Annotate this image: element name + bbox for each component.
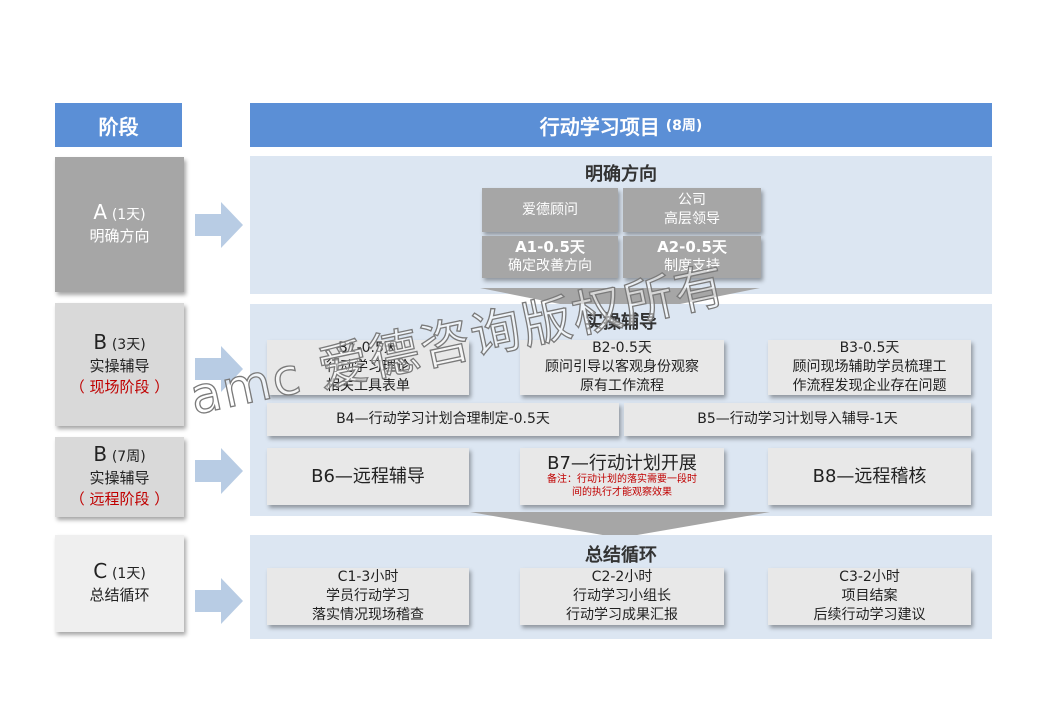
a2-subtitle: 制度支持 [664, 258, 720, 274]
b4-box: B4—行动学习计划合理制定-0.5天 [267, 403, 619, 436]
b1-line2: 相关工具表单 [326, 378, 410, 394]
b8-label: B8—远程稽核 [812, 466, 927, 487]
b7-note-line2: 间的执行才能观察效果 [572, 487, 672, 498]
stage-b-remote-name: 实操辅导 [89, 469, 150, 487]
b8-box: B8—远程稽核 [768, 448, 971, 505]
b1-title: B1-0.5天 [338, 340, 398, 356]
c1-box: C1-3小时 学员行动学习 落实情况现场稽查 [267, 568, 469, 625]
c3-title: C3-2小时 [839, 569, 900, 585]
b3-title: B3-0.5天 [839, 340, 900, 356]
project-header-label: 行动学习项目 [539, 114, 660, 139]
c2-line2: 行动学习成果汇报 [566, 607, 678, 623]
c3-line1: 项目结案 [841, 588, 898, 604]
a1-title: A1-0.5天 [515, 238, 585, 256]
arrow-right-icon [195, 448, 243, 494]
a1-subtitle: 确定改善方向 [508, 258, 592, 274]
b3-box: B3-0.5天 顾问现场辅助学员梳理工 作流程发现企业存在问题 [768, 340, 971, 395]
leadership-line2: 高层领导 [664, 211, 720, 227]
b2-line2: 原有工作流程 [580, 378, 664, 394]
chevron-down-icon [480, 288, 760, 316]
b4-label: B4—行动学习计划合理制定-0.5天 [336, 411, 550, 427]
c1-title: C1-3小时 [337, 569, 399, 585]
consultant-label: 爱德顾问 [522, 201, 578, 218]
a1-box: A1-0.5天 确定改善方向 [482, 236, 618, 278]
b1-box: B1-0.5天 行动学习理论 相关工具表单 [267, 340, 469, 395]
c1-line1: 学员行动学习 [326, 588, 410, 604]
b7-note-line1: 备注：行动计划的落实需要一段时 [547, 474, 697, 485]
stage-header: 阶段 [55, 103, 182, 147]
arrow-right-icon [195, 202, 243, 248]
stage-c-code: C [93, 559, 108, 583]
stage-b-remote-box: B (7周) 实操辅导 （ 远程阶段 ） [55, 437, 184, 517]
arrow-right-icon [195, 346, 243, 392]
panel-practice-title: 实操辅导 [585, 312, 657, 333]
b3-line2: 作流程发现企业存在问题 [792, 378, 947, 394]
b1-line1: 行动学习理论 [326, 359, 410, 375]
a2-box: A2-0.5天 制度支持 [623, 236, 761, 278]
stage-a-box: A (1天) 明确方向 [55, 157, 184, 292]
stage-a-name: 明确方向 [89, 227, 150, 245]
project-header-duration: (8周) [665, 118, 703, 134]
c2-line1: 行动学习小组长 [573, 588, 671, 604]
b2-line1: 顾问引导以客观身份观察 [545, 359, 699, 375]
b5-box: B5—行动学习计划导入辅导-1天 [624, 403, 971, 436]
stage-c-name: 总结循环 [89, 586, 150, 604]
b3-line1: 顾问现场辅助学员梳理工 [792, 359, 947, 375]
c2-title: C2-2小时 [591, 569, 653, 585]
panel-direction [250, 156, 992, 294]
chevron-down-icon [470, 512, 770, 538]
stage-b-remote-code: B [93, 442, 108, 466]
b6-box: B6—远程辅导 [267, 448, 469, 505]
b7-box: B7—行动计划开展 备注：行动计划的落实需要一段时 间的执行才能观察效果 [520, 448, 724, 505]
b6-label: B6—远程辅导 [311, 466, 425, 487]
stage-b-remote-days: (7周) [111, 449, 146, 465]
panel-direction-title: 明确方向 [585, 164, 657, 185]
c2-box: C2-2小时 行动学习小组长 行动学习成果汇报 [520, 568, 724, 625]
c1-line2: 落实情况现场稽查 [312, 607, 424, 623]
c3-box: C3-2小时 项目结案 后续行动学习建议 [768, 568, 971, 625]
stage-b-onsite-box: B (3天) 实操辅导 （ 现场阶段 ） [55, 303, 184, 426]
panel-summary-title: 总结循环 [585, 545, 657, 566]
stage-c-days: (1天) [111, 566, 146, 582]
stage-b-onsite-name: 实操辅导 [89, 356, 150, 375]
stage-b-onsite-code: B [93, 329, 108, 354]
stage-a-days: (1天) [111, 207, 146, 223]
b2-box: B2-0.5天 顾问引导以客观身份观察 原有工作流程 [520, 340, 724, 395]
arrow-right-icon [195, 578, 243, 624]
stage-b-remote-note: （ 远程阶段 ） [69, 490, 170, 508]
a2-title: A2-0.5天 [657, 238, 727, 256]
b5-label: B5—行动学习计划导入辅导-1天 [697, 411, 898, 427]
leadership-box: 公司 高层领导 [623, 188, 761, 232]
stage-c-box: C (1天) 总结循环 [55, 535, 184, 632]
stage-b-onsite-note: （ 现场阶段 ） [69, 377, 170, 396]
stage-header-label: 阶段 [98, 114, 139, 139]
leadership-line1: 公司 [678, 192, 706, 208]
c3-line2: 后续行动学习建议 [813, 607, 926, 623]
b2-title: B2-0.5天 [592, 340, 652, 356]
consultant-box: 爱德顾问 [482, 188, 618, 232]
project-header: 行动学习项目 (8周) [250, 103, 992, 147]
b7-label: B7—行动计划开展 [547, 453, 697, 474]
stage-b-onsite-days: (3天) [111, 336, 146, 353]
stage-a-code: A [93, 200, 108, 224]
